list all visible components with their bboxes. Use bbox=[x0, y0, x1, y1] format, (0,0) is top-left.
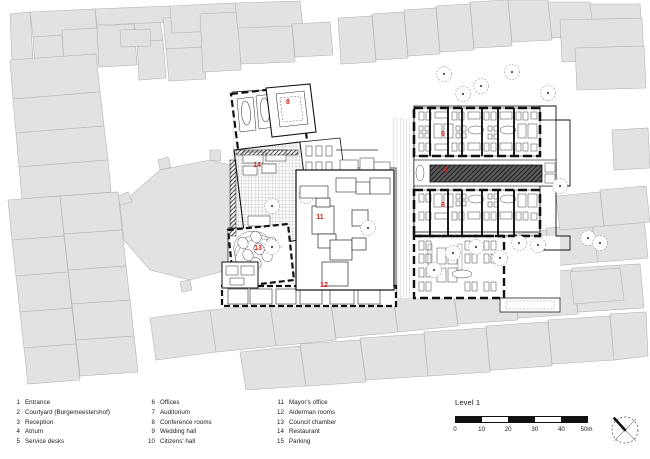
room-number-markers: 8 14 6 6 4 11 13 12 bbox=[253, 99, 448, 289]
legend-label: Entrance bbox=[25, 399, 51, 406]
room-number-marker: 14 bbox=[253, 162, 261, 169]
conference-wing bbox=[229, 83, 317, 159]
legend-label: Council chamber bbox=[289, 418, 337, 426]
legend-item: 4 Atrium bbox=[8, 427, 110, 437]
office-wing-north bbox=[412, 106, 542, 158]
legend-number: 6 bbox=[151, 399, 155, 406]
legend-label: Reception bbox=[25, 418, 54, 426]
atrium-core bbox=[413, 159, 557, 187]
room-number-marker: 13 bbox=[254, 245, 262, 252]
legend-column-2: 6 Offices 7 Auditorium 8 Conference room… bbox=[143, 398, 212, 447]
level-label: Level 1 bbox=[455, 398, 481, 407]
scale-tick-labels: 0 10 20 30 40 50m bbox=[453, 425, 592, 436]
legend-number: 7 bbox=[151, 408, 155, 416]
legend-item: 14 Restaurant bbox=[272, 427, 336, 437]
scale-segment bbox=[482, 417, 509, 422]
legend-label: Parking bbox=[289, 438, 311, 446]
alderman-wing bbox=[220, 261, 398, 308]
room-number-marker: 6 bbox=[441, 202, 445, 209]
legend-number: 8 bbox=[151, 418, 155, 426]
legend-number: 4 bbox=[16, 428, 20, 436]
interior-service-cores bbox=[299, 177, 391, 199]
site-floor-plan: 8 14 6 6 4 11 13 12 bbox=[7, 0, 650, 390]
legend-item: 1 Entrance bbox=[8, 398, 110, 408]
legend-item: 3 Reception bbox=[8, 418, 110, 428]
room-number-marker: 11 bbox=[316, 214, 324, 221]
scale-segment bbox=[534, 417, 561, 422]
scale-segment bbox=[560, 417, 588, 422]
legend-number: 3 bbox=[16, 418, 20, 426]
legend-number: 10 bbox=[148, 438, 155, 446]
room-number-marker: 6 bbox=[441, 131, 445, 138]
legend-number: 15 bbox=[277, 438, 284, 446]
legend-number: 1 bbox=[16, 399, 20, 406]
scale-tick: 20 bbox=[504, 425, 512, 433]
legend-label: Offices bbox=[160, 399, 180, 406]
legend-item: 11 Mayor's office bbox=[272, 398, 336, 408]
legend-number: 2 bbox=[16, 408, 20, 416]
legend-item: 9 Wedding hall bbox=[143, 427, 212, 437]
legend-label: Alderman rooms bbox=[289, 408, 336, 416]
legend-item: 5 Service desks bbox=[8, 437, 110, 447]
legend-area: 1 Entrance 2 Courtyard (Burgemeestershof… bbox=[0, 398, 650, 459]
legend-number: 13 bbox=[277, 418, 284, 426]
room-number-marker: 4 bbox=[444, 167, 448, 174]
historic-wall-hatch bbox=[229, 149, 299, 237]
legend-label: Conference rooms bbox=[160, 418, 212, 426]
scale-tick: 10 bbox=[478, 425, 486, 433]
legend-number: 11 bbox=[277, 399, 284, 406]
room-number-marker: 12 bbox=[320, 282, 328, 289]
legend-item: 6 Offices bbox=[143, 398, 212, 408]
scale-block: Level 1 0 10 20 30 40 50m bbox=[453, 398, 595, 436]
legend-number: 12 bbox=[277, 408, 284, 416]
legend-label: Courtyard (Burgemeestershof) bbox=[25, 408, 110, 416]
legend-number: 14 bbox=[277, 428, 284, 436]
legend-column-1: 1 Entrance 2 Courtyard (Burgemeestershof… bbox=[8, 398, 110, 447]
scale-tick: 40 bbox=[557, 425, 565, 433]
legend-item: 13 Council chamber bbox=[272, 418, 336, 428]
scale-bar bbox=[455, 416, 588, 423]
legend-item: 7 Auditorium bbox=[143, 408, 212, 418]
room-number-marker: 8 bbox=[286, 99, 290, 106]
legend-label: Mayor's office bbox=[289, 399, 328, 406]
legend-number: 9 bbox=[151, 428, 155, 436]
north-arrow-icon bbox=[611, 416, 639, 444]
legend-label: Service desks bbox=[25, 438, 65, 446]
legend-column-3: 11 Mayor's office 12 Alderman rooms 13 C… bbox=[272, 398, 336, 447]
legend-item: 2 Courtyard (Burgemeestershof) bbox=[8, 408, 110, 418]
legend-item: 8 Conference rooms bbox=[143, 418, 212, 428]
legend-label: Wedding hall bbox=[160, 428, 197, 436]
scale-segment bbox=[456, 417, 483, 422]
legend-label: Citizens' hall bbox=[160, 438, 196, 446]
legend-item: 12 Alderman rooms bbox=[272, 408, 336, 418]
legend-label: Atrium bbox=[25, 428, 44, 436]
legend-label: Restaurant bbox=[289, 428, 320, 436]
legend-item: 15 Parking bbox=[272, 437, 336, 447]
scale-segment bbox=[508, 417, 535, 422]
scale-tick: 30 bbox=[531, 425, 539, 433]
legend-number: 5 bbox=[16, 438, 20, 446]
legend-item: 10 Citizens' hall bbox=[143, 437, 212, 447]
scale-tick: 50m bbox=[580, 425, 593, 433]
legend-label: Auditorium bbox=[160, 408, 191, 416]
scale-tick: 0 bbox=[453, 425, 457, 433]
